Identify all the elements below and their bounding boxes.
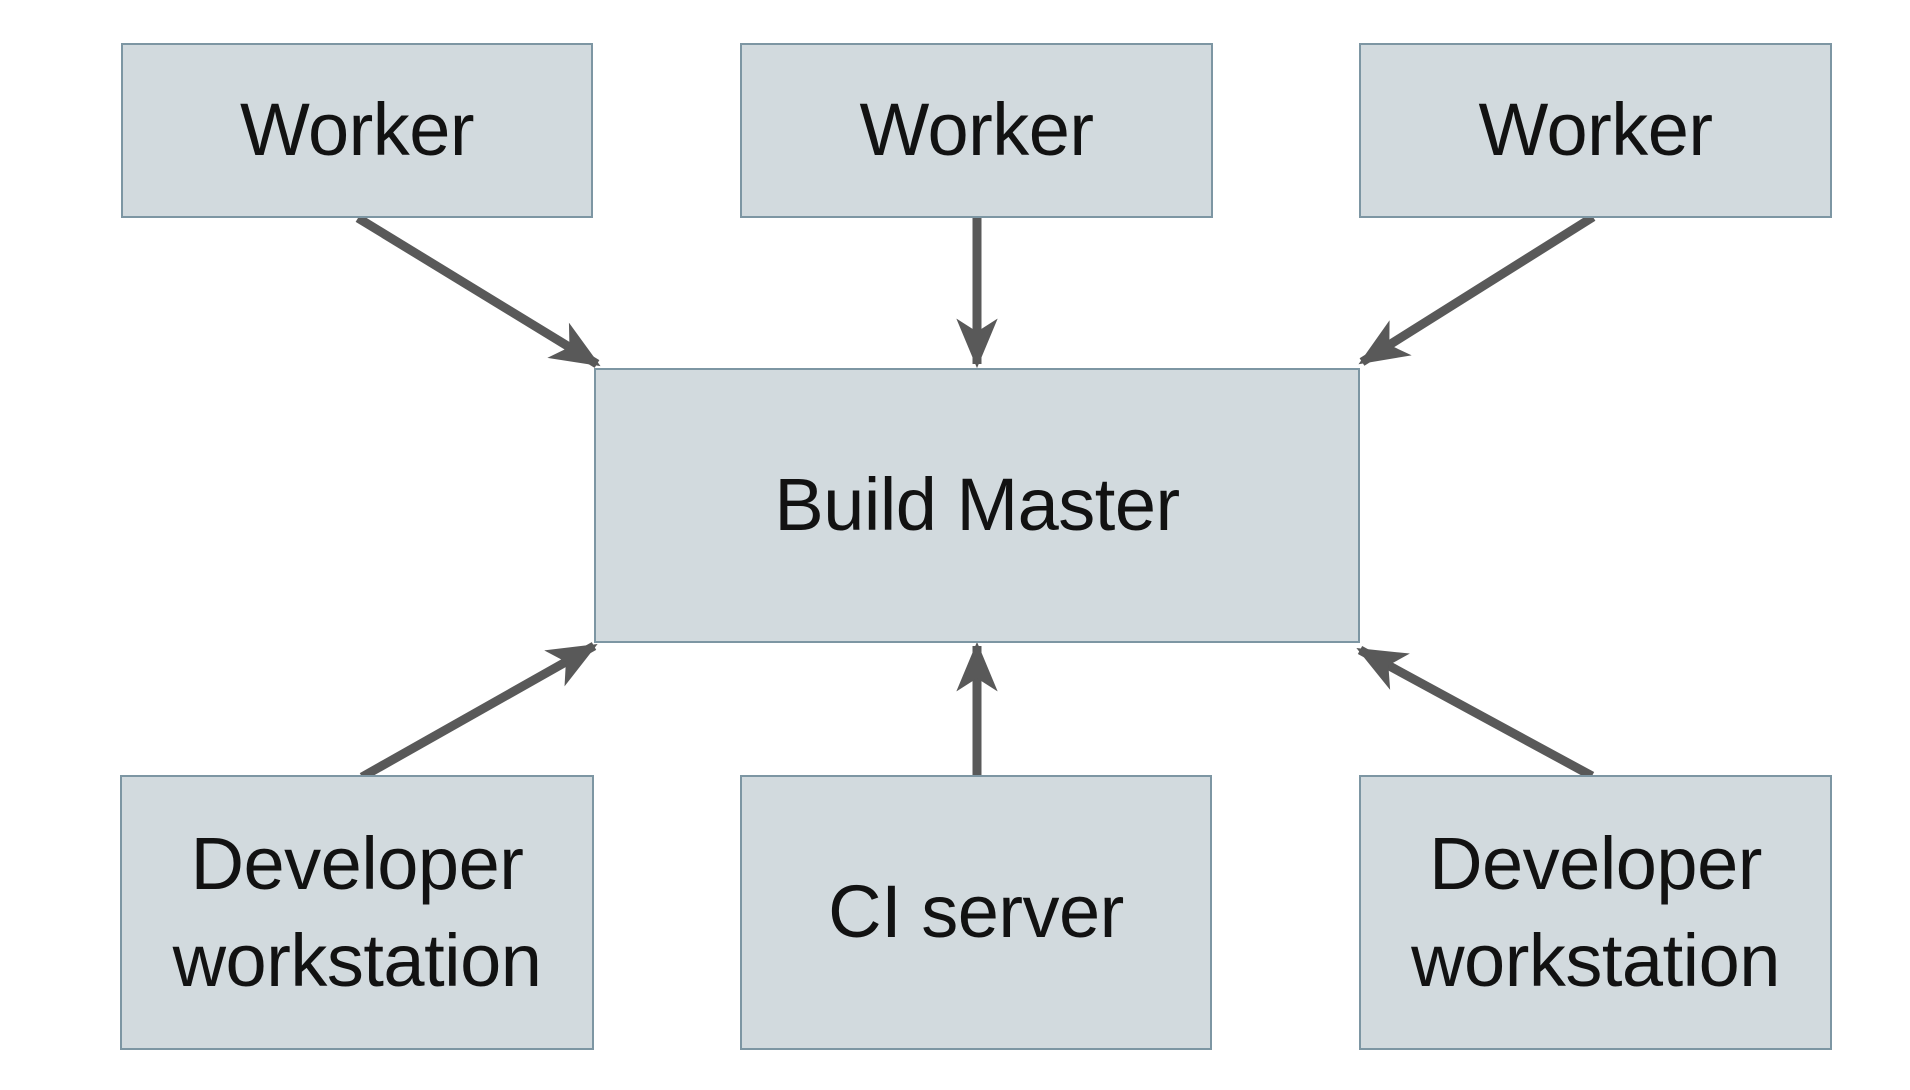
edge-worker-3-to-build-master [1358, 213, 1596, 366]
node-label-worker-3: Worker [1478, 88, 1713, 172]
node-label-build-master: Build Master [774, 463, 1180, 547]
node-label-developer-workstation-left: Developer workstation [172, 822, 542, 1002]
node-ci-server: CI server [740, 775, 1212, 1050]
node-developer-workstation-right: Developer workstation [1359, 775, 1832, 1050]
node-label-developer-workstation-right: Developer workstation [1411, 822, 1780, 1002]
edge-worker-1-to-build-master [355, 214, 601, 368]
node-label-worker-2: Worker [859, 88, 1094, 172]
node-build-master: Build Master [594, 368, 1360, 643]
node-worker-3: Worker [1359, 43, 1832, 218]
node-label-ci-server: CI server [828, 870, 1124, 954]
node-worker-1: Worker [121, 43, 593, 218]
node-label-worker-1: Worker [239, 88, 475, 172]
node-worker-2: Worker [740, 43, 1213, 218]
edge-developer-workstation-right-to-build-master [1356, 646, 1595, 780]
edge-developer-workstation-left-to-build-master [359, 642, 598, 781]
node-developer-workstation-left: Developer workstation [120, 775, 594, 1050]
